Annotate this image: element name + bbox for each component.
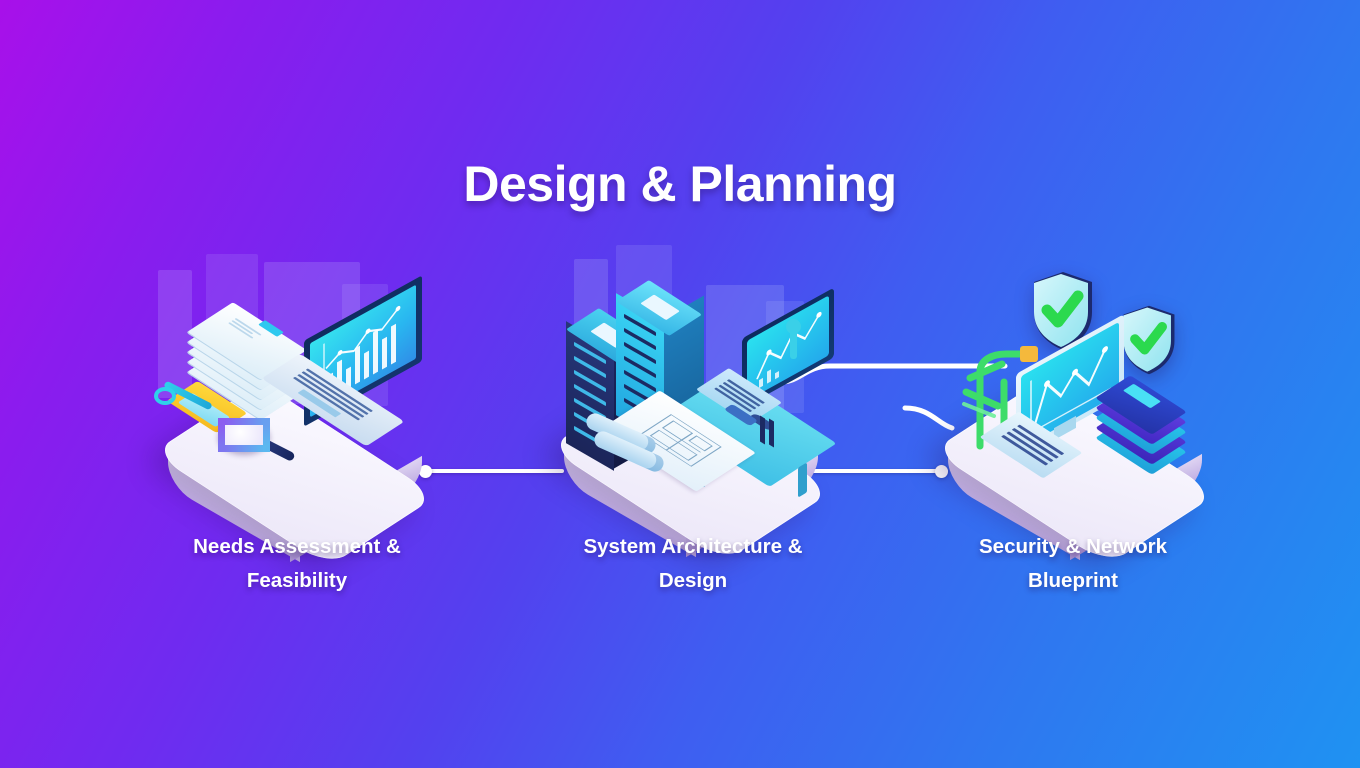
step-needs-assessment[interactable] bbox=[132, 250, 462, 610]
connector-line bbox=[418, 469, 564, 473]
cable-path bbox=[902, 405, 955, 431]
step-system-architecture[interactable] bbox=[528, 245, 858, 605]
connector-node bbox=[935, 465, 948, 478]
cable-left-tail bbox=[902, 405, 955, 431]
blueprint-lines bbox=[640, 414, 722, 467]
network-port-icon bbox=[786, 319, 801, 359]
step-label-system-architecture: System Architecture & Design bbox=[508, 530, 878, 598]
label-line: Needs Assessment & bbox=[193, 535, 401, 558]
backdrop-panel bbox=[158, 270, 192, 398]
label-line: System Architecture & bbox=[583, 535, 803, 558]
label-line: Design bbox=[658, 569, 728, 592]
page-title: Design & Planning bbox=[463, 156, 897, 212]
shield-check-icon bbox=[1120, 304, 1178, 376]
step-label-security-network: Security & Network Blueprint bbox=[888, 530, 1258, 598]
connector-node bbox=[419, 465, 432, 478]
label-line: Blueprint bbox=[1028, 569, 1118, 592]
label-line: Security & Network bbox=[979, 535, 1167, 558]
step-label-needs-assessment: Needs Assessment & Feasibility bbox=[112, 530, 482, 598]
label-line: Feasibility bbox=[246, 569, 348, 592]
connector-line bbox=[800, 469, 948, 473]
pen-icon bbox=[154, 380, 214, 411]
shield-check-icon bbox=[1030, 270, 1096, 352]
step-security-network[interactable] bbox=[912, 248, 1242, 608]
